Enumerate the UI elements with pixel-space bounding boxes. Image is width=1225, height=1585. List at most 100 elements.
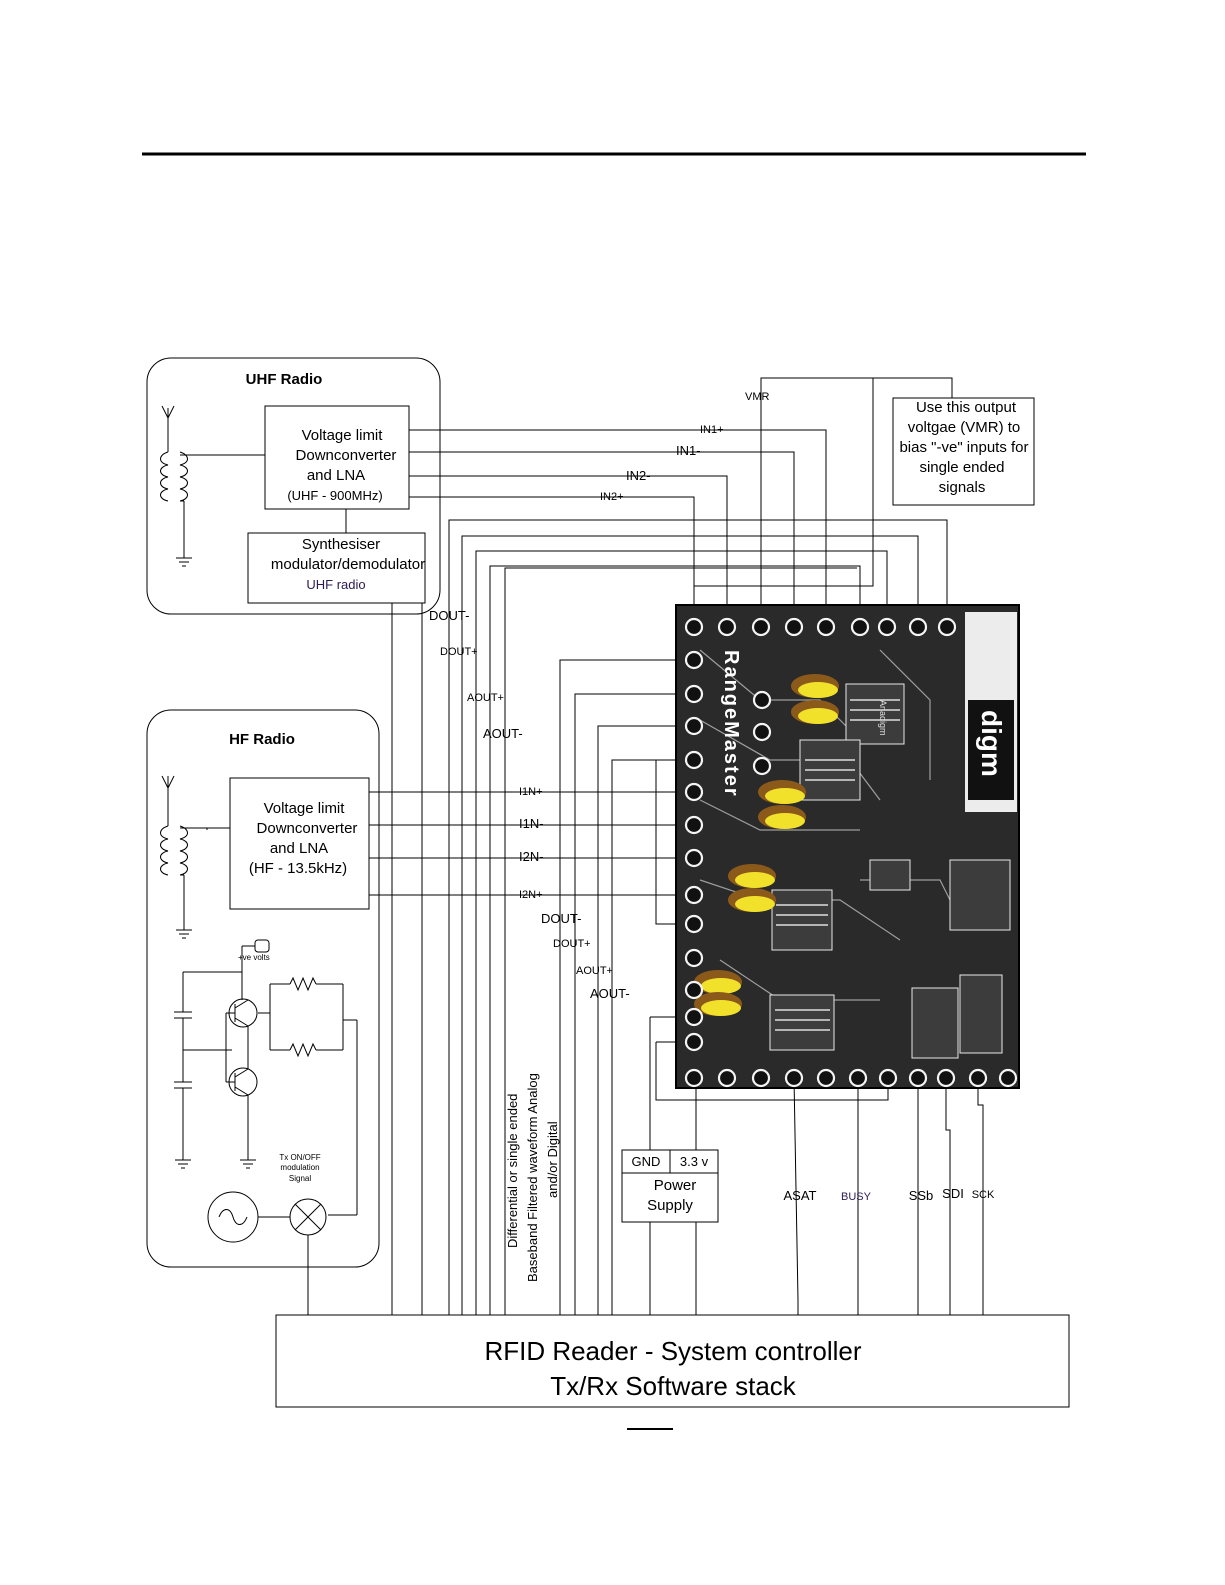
header-pad-left-13 [684,1032,704,1052]
power-gnd-label: GND [632,1154,661,1169]
header-pad-bottom-1 [684,1068,704,1088]
header-pad-left-3 [684,716,704,736]
header-pad-left-6 [684,815,704,835]
in1p-label: IN1+ [700,424,724,436]
aout-p-top-label: AOUT+ [467,692,504,704]
synth-line-3: UHF radio [306,577,365,592]
header-pad-bottom-2 [717,1068,737,1088]
controller-line-1: RFID Reader - System controller [484,1336,861,1366]
uhf-box-line-2: Downconverter [296,447,397,464]
header-pad-bottom-9 [936,1068,956,1088]
header-pad-left-9 [684,914,704,934]
hf-downconverter-box [229,777,370,910]
header-pad-top-7 [877,617,897,637]
tx-line-2: modulation [280,1163,319,1172]
header-pad-left-8 [684,885,704,905]
rangemaster-board-image: digm RangeMaster Anadigm [675,604,1020,1089]
header-pad-top-9 [937,617,957,637]
vertical-note-line-2: Baseband Filtered waveform Analog [525,1073,540,1282]
power-line-1: Power [654,1177,697,1194]
note-line-3: bias "-ve" inputs for [899,439,1028,456]
i1nn-label: I1N- [519,816,544,831]
uhf-antenna-icon [161,405,175,452]
header-pad-left-4 [684,750,704,770]
hf-ground-icon [176,929,192,939]
hf-box-line-3: and LNA [270,840,328,857]
dout-n-bot-label: DOUT- [541,911,581,926]
note-line-2: voltgae (VMR) to [908,419,1021,436]
header-pad-left-11 [684,980,704,1000]
header-pad-left-5 [684,782,704,802]
i1np-label: I1N+ [519,786,543,798]
aout-n-bot-label: AOUT- [590,986,630,1001]
header-pad-top-4 [784,617,804,637]
in1n-label: IN1- [676,443,701,458]
header-pad-top-8 [908,617,928,637]
header-pad-bottom-8 [908,1068,928,1088]
note-line-5: signals [939,479,986,496]
busy-label: BUSY [841,1191,872,1203]
hf-box-line-4: (HF - 13.5kHz) [249,860,347,877]
board-side-text: RangeMaster [720,650,742,798]
uhf-radio-title: UHF Radio [246,371,323,388]
header-pad-mid-3 [752,756,772,776]
power-v-label: 3.3 v [680,1154,709,1169]
uhf-downconverter-box [264,405,410,510]
header-pad-top-3 [751,617,771,637]
note-line-4: single ended [919,459,1004,476]
sdi-label: SDI [942,1186,964,1201]
header-pad-top-2 [717,617,737,637]
uhf-box-line-3: and LNA [307,467,365,484]
i2np-label: I2N+ [519,889,543,901]
mixer-icon [289,1198,327,1236]
asat-label: ASAT [784,1188,817,1203]
vmr-note-box [892,397,1035,506]
sck-label: SCK [972,1189,995,1201]
uhf-box-line-4: (UHF - 900MHz) [287,488,382,503]
header-pad-top-5 [816,617,836,637]
hf-coil-icon [160,825,230,930]
uhf-synthesiser-box [247,532,426,604]
header-pad-left-12 [684,1007,704,1027]
uhf-box-line-1: Voltage limit [302,427,384,444]
header-pad-left-10 [684,948,704,968]
header-pad-bottom-11 [998,1068,1018,1088]
hf-antenna-icon [161,775,175,826]
header-pad-top-1 [684,617,704,637]
header-pad-mid-1 [752,690,772,710]
vmr-label: VMR [745,391,770,403]
dout-p-top-label: DOUT+ [440,646,478,658]
header-pad-bottom-5 [816,1068,836,1088]
header-pad-left-1 [684,650,704,670]
signal-source-icon [207,1191,259,1243]
header-pad-left-2 [684,684,704,704]
header-pad-bottom-3 [751,1068,771,1088]
aout-n-top-label: AOUT- [483,726,523,741]
header-pad-left-7 [684,848,704,868]
header-pad-bottom-4 [784,1068,804,1088]
in2n-label: IN2- [626,468,651,483]
i2nn-label: I2N- [519,849,544,864]
vertical-note-line-3: and/or Digital [545,1121,560,1198]
header-pad-mid-2 [752,722,772,742]
ssb-label: SSb [909,1188,934,1203]
note-line-1: Use this output [916,399,1017,416]
header-pad-bottom-7 [878,1068,898,1088]
in2p-label: IN2+ [600,491,624,503]
uhf-coil-icon [160,451,265,558]
header-pad-bottom-6 [848,1068,868,1088]
vertical-note-line-1: Differential or single ended [505,1094,520,1248]
board-chip-text: Anadigm [878,700,888,736]
dout-n-top-label: DOUT- [429,608,469,623]
supply-label: +ve volts [238,953,270,962]
synth-line-2: modulator/demodulator [271,556,425,573]
header-pad-top-6 [850,617,870,637]
system-controller-box [275,1314,1070,1408]
hf-radio-title: HF Radio [229,731,295,748]
tx-line-1: Tx ON/OFF [279,1153,320,1162]
tx-line-3: Signal [289,1174,311,1183]
uhf-ground-icon [176,557,192,567]
oscillator-circuit [174,945,358,1216]
board-brand-text: digm [976,710,1007,777]
